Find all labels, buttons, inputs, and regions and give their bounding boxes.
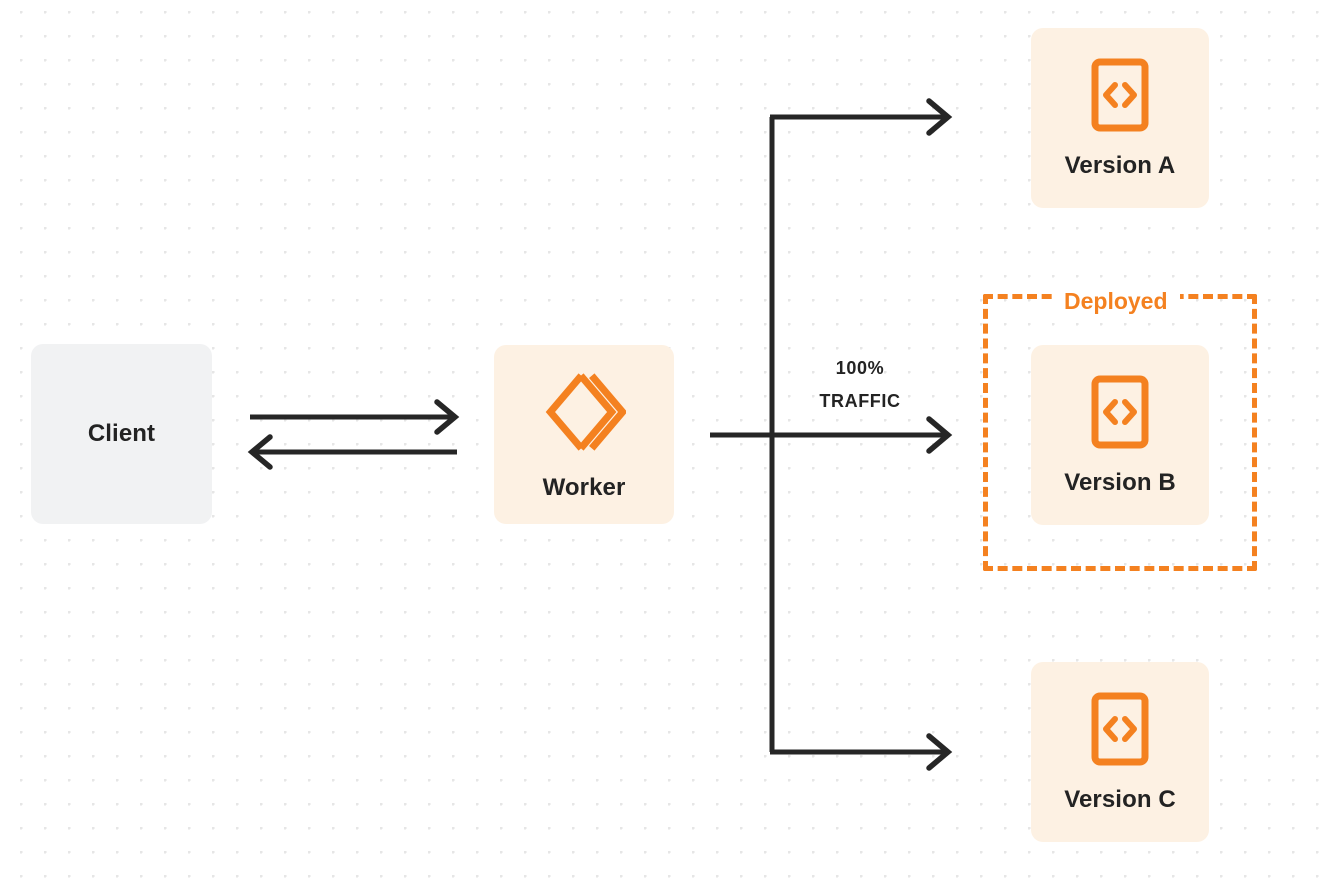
node-version-b-label: Version B bbox=[1064, 469, 1176, 496]
node-client[interactable]: Client bbox=[31, 344, 212, 524]
edge-trunk-to-version-c bbox=[770, 733, 953, 771]
node-client-label: Client bbox=[87, 420, 156, 447]
traffic-word: TRAFFIC bbox=[819, 391, 901, 412]
code-brackets-icon bbox=[1091, 375, 1149, 449]
edge-trunk-to-version-a bbox=[770, 98, 953, 136]
node-version-b[interactable]: Version B bbox=[1031, 345, 1209, 525]
node-version-a[interactable]: Version A bbox=[1031, 28, 1209, 208]
edge-worker-to-client bbox=[247, 434, 457, 470]
edge-worker-to-version-b bbox=[710, 416, 953, 454]
node-worker-label: Worker bbox=[542, 473, 626, 501]
deployed-badge: Deployed bbox=[1052, 287, 1180, 316]
node-version-c-label: Version C bbox=[1064, 786, 1176, 813]
edge-client-to-worker bbox=[250, 399, 460, 435]
code-brackets-icon bbox=[1091, 692, 1149, 766]
node-version-a-label: Version A bbox=[1064, 152, 1176, 179]
code-brackets-icon bbox=[1091, 58, 1149, 132]
traffic-percent: 100% bbox=[835, 358, 885, 378]
traffic-label: 100% TRAFFIC bbox=[790, 352, 930, 419]
node-worker[interactable]: Worker bbox=[494, 345, 674, 524]
cloudflare-workers-icon bbox=[542, 370, 626, 454]
node-version-c[interactable]: Version C bbox=[1031, 662, 1209, 842]
